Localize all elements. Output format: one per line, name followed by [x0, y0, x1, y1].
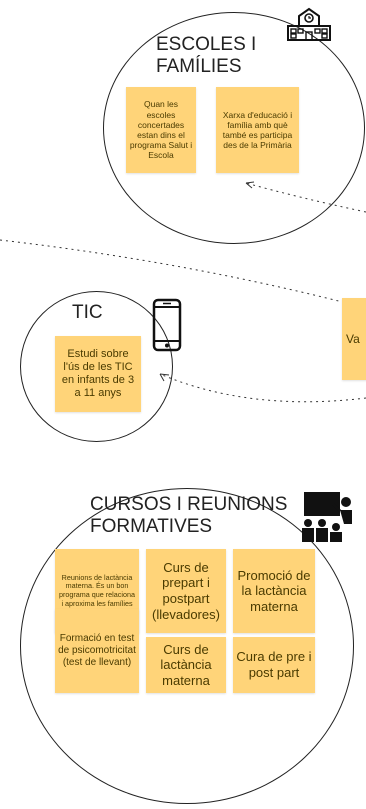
note-curs-lactancia[interactable]: Curs de lactància materna [146, 637, 226, 693]
group-cursos-title-line2: FORMATIVES [90, 515, 213, 537]
connector-long [0, 239, 366, 309]
note-estudi-tic[interactable]: Estudi sobre l'ús de les TIC en infants … [55, 336, 141, 412]
note-xarxa-educacio[interactable]: Xarxa d'educació i família amb què també… [216, 87, 299, 173]
group-tic-title: TIC [72, 302, 103, 323]
group-escoles-title: ESCOLES I FAMÍLIES [156, 34, 256, 78]
note-side-va-text: Va [346, 331, 360, 346]
group-cursos-title: CURSOS I REUNIONS FORMATIVES [90, 494, 287, 538]
teacher-presentation-icon [302, 492, 352, 542]
note-cura-pre-post-part[interactable]: Cura de pre i post part [233, 637, 315, 693]
connector-tic [159, 373, 366, 403]
group-cursos-circle [20, 488, 354, 804]
group-cursos-title-line1: CURSOS I REUNIONS [90, 494, 288, 515]
group-escoles-title-line2: FAMÍLIES [156, 55, 242, 77]
note-salut-escola[interactable]: Quan les escoles concertades estan dins … [126, 87, 196, 173]
group-escoles-title-line1: ESCOLES I [156, 34, 257, 55]
group-escoles-circle [103, 12, 365, 244]
note-promocio-lactancia[interactable]: Promoció de la lactància materna [233, 549, 315, 633]
smartphone-icon [152, 298, 182, 352]
note-side-va[interactable]: Va [342, 298, 366, 380]
note-formacio-psicomotricitat[interactable]: Formació en test de psicomotricitat (tes… [55, 609, 139, 693]
group-tic-circle [20, 291, 173, 442]
note-curs-prepart[interactable]: Curs de prepart i postpart (llevadores) [146, 549, 226, 633]
school-building-icon [287, 7, 331, 41]
